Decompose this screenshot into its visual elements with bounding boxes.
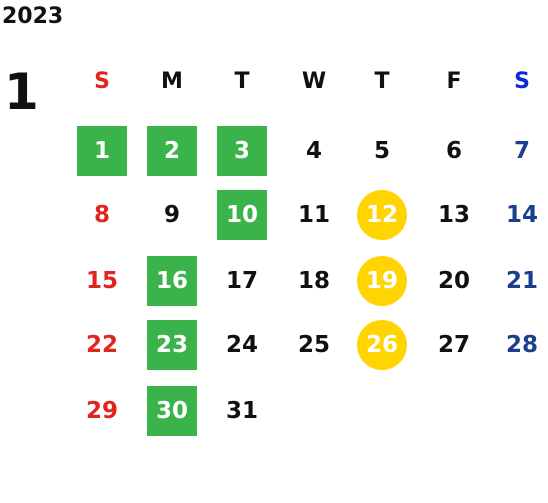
day-number: 8 [93, 202, 110, 228]
day-number: 30 [155, 398, 188, 424]
day-number: 9 [163, 202, 180, 228]
calendar-year: 2023 [2, 4, 64, 29]
day-number: 13 [437, 202, 470, 228]
day-number: 29 [85, 398, 118, 424]
calendar-day[interactable]: 24 [212, 320, 272, 370]
day-number: 16 [155, 268, 188, 294]
weekday-label: T [374, 68, 390, 94]
calendar-day[interactable]: 9 [142, 190, 202, 240]
day-number: 21 [505, 268, 538, 294]
weekday-header: W [284, 56, 344, 106]
day-number: 14 [505, 202, 538, 228]
calendar-day[interactable]: 14 [492, 190, 548, 240]
calendar-day[interactable]: 27 [424, 320, 484, 370]
calendar-day[interactable]: 3 [212, 126, 272, 176]
weekday-header: T [212, 56, 272, 106]
calendar-day[interactable]: 28 [492, 320, 548, 370]
calendar-day[interactable]: 5 [352, 126, 412, 176]
day-number: 7 [513, 138, 530, 164]
day-number: 15 [85, 268, 118, 294]
calendar-day[interactable]: 31 [212, 386, 272, 436]
calendar-day[interactable]: 20 [424, 256, 484, 306]
day-number: 24 [225, 332, 258, 358]
day-number: 27 [437, 332, 470, 358]
day-number: 5 [373, 138, 390, 164]
day-number: 25 [297, 332, 330, 358]
calendar-day[interactable]: 2 [142, 126, 202, 176]
weekday-header: F [424, 56, 484, 106]
day-number: 26 [365, 332, 398, 358]
day-number: 6 [445, 138, 462, 164]
calendar-day[interactable]: 17 [212, 256, 272, 306]
weekday-label: S [514, 68, 530, 94]
calendar-day[interactable]: 16 [142, 256, 202, 306]
calendar-day[interactable]: 23 [142, 320, 202, 370]
calendar-day[interactable]: 15 [72, 256, 132, 306]
day-number: 3 [233, 138, 250, 164]
day-number: 20 [437, 268, 470, 294]
day-number: 10 [225, 202, 258, 228]
weekday-label: M [161, 68, 183, 94]
day-number: 31 [225, 398, 258, 424]
day-number: 2 [163, 138, 180, 164]
weekday-header: T [352, 56, 412, 106]
calendar-day[interactable]: 29 [72, 386, 132, 436]
calendar-day[interactable]: 10 [212, 190, 272, 240]
calendar-day[interactable]: 11 [284, 190, 344, 240]
day-number: 18 [297, 268, 330, 294]
calendar-day[interactable]: 6 [424, 126, 484, 176]
calendar-day[interactable]: 4 [284, 126, 344, 176]
weekday-header: S [72, 56, 132, 106]
day-number: 19 [365, 268, 398, 294]
day-number: 4 [305, 138, 322, 164]
calendar-day[interactable]: 19 [352, 256, 412, 306]
calendar-day[interactable]: 8 [72, 190, 132, 240]
weekday-label: W [301, 68, 327, 94]
calendar-day[interactable]: 7 [492, 126, 548, 176]
day-number: 1 [93, 138, 110, 164]
calendar-day[interactable]: 12 [352, 190, 412, 240]
weekday-label: S [94, 68, 110, 94]
day-number: 22 [85, 332, 118, 358]
weekday-header: S [492, 56, 548, 106]
calendar-month: 1 [4, 63, 39, 121]
weekday-header: M [142, 56, 202, 106]
calendar-day[interactable]: 13 [424, 190, 484, 240]
day-number: 28 [505, 332, 538, 358]
weekday-label: F [446, 68, 462, 94]
calendar-day[interactable]: 25 [284, 320, 344, 370]
calendar-day[interactable]: 1 [72, 126, 132, 176]
day-number: 17 [225, 268, 258, 294]
calendar-day[interactable]: 22 [72, 320, 132, 370]
weekday-label: T [234, 68, 250, 94]
day-number: 23 [155, 332, 188, 358]
day-number: 11 [297, 202, 330, 228]
calendar-day[interactable]: 18 [284, 256, 344, 306]
day-number: 12 [365, 202, 398, 228]
calendar-day[interactable]: 21 [492, 256, 548, 306]
calendar-day[interactable]: 26 [352, 320, 412, 370]
calendar-day[interactable]: 30 [142, 386, 202, 436]
